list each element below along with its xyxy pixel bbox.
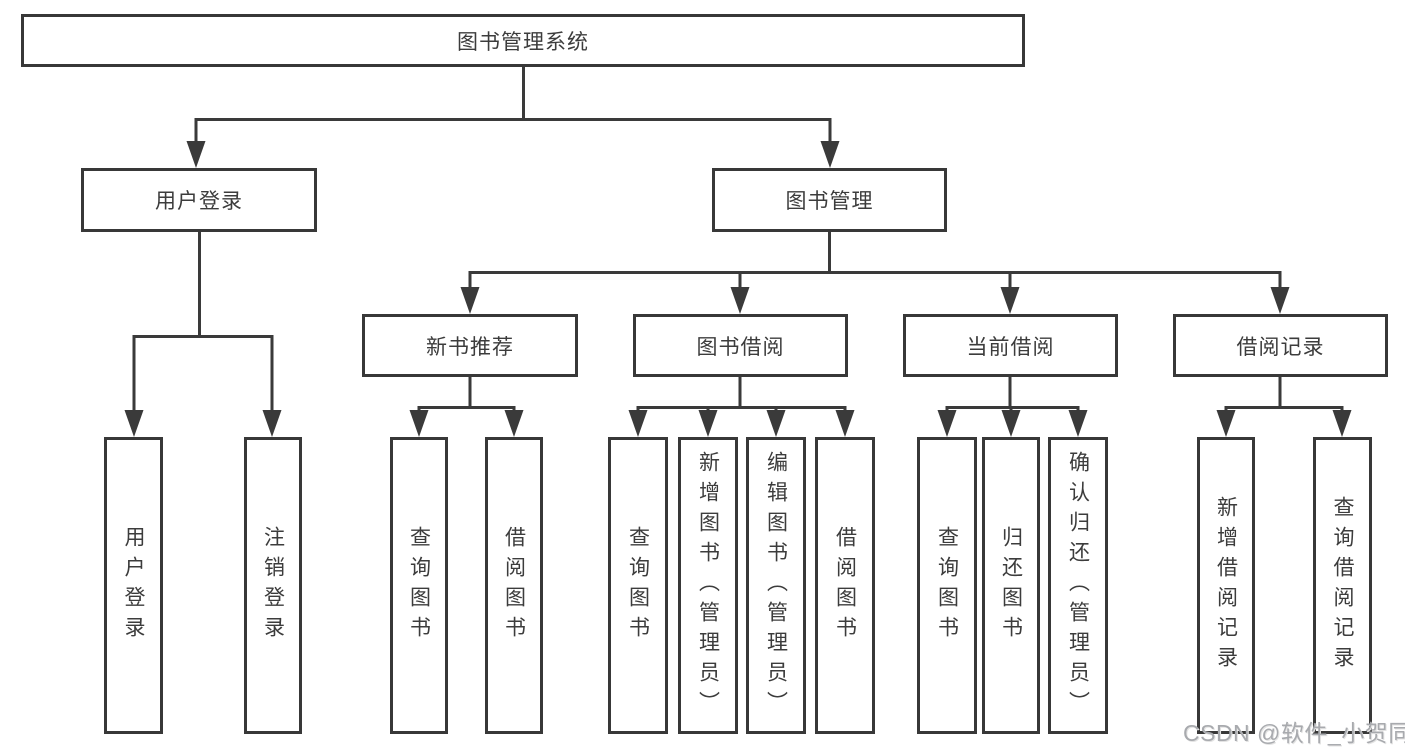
node-label: 查询图书 (407, 525, 431, 646)
node-label: 用户登录 (155, 190, 243, 213)
node-book-management: 图书管理 (712, 168, 947, 232)
node-label: 编辑图书（管理员） (764, 450, 788, 721)
leaf-add-borrow-record: 新增借阅记录 (1197, 437, 1255, 734)
leaf-return-book: 归还图书 (982, 437, 1040, 734)
node-label: 当前借阅 (966, 335, 1055, 359)
node-label: 查询借阅记录 (1331, 495, 1354, 676)
node-label: 归还图书 (999, 525, 1023, 646)
leaf-confirm-return-admin: 确认归还（管理员） (1048, 437, 1108, 734)
leaf-logout: 注销登录 (244, 437, 302, 734)
node-user-login: 用户登录 (81, 168, 317, 232)
node-label: 查询图书 (626, 525, 650, 646)
node-current-borrow: 当前借阅 (903, 314, 1118, 377)
node-label: 借阅记录 (1236, 335, 1325, 359)
node-label: 注销登录 (261, 525, 285, 646)
node-label: 新书推荐 (426, 335, 514, 359)
node-label: 图书管理 (785, 190, 874, 213)
node-new-book-recommend: 新书推荐 (362, 314, 578, 377)
leaf-user-login: 用户登录 (104, 437, 163, 734)
leaf-borrow-books-borrow: 借阅图书 (815, 437, 875, 734)
node-label: 新增借阅记录 (1214, 495, 1238, 676)
node-label: 图书管理系统 (457, 30, 589, 54)
node-label: 借阅图书 (502, 525, 526, 646)
node-label: 查询图书 (935, 525, 959, 646)
node-label: 新增图书（管理员） (696, 450, 720, 721)
node-label: 确认归还（管理员） (1066, 450, 1090, 721)
node-library-management-system: 图书管理系统 (21, 14, 1025, 67)
leaf-query-books-borrow: 查询图书 (608, 437, 668, 734)
node-borrow-records: 借阅记录 (1173, 314, 1388, 377)
leaf-query-borrow-record: 查询借阅记录 (1313, 437, 1372, 734)
node-label: 图书借阅 (696, 335, 785, 359)
leaf-add-book-admin: 新增图书（管理员） (678, 437, 738, 734)
node-label: 借阅图书 (833, 525, 857, 646)
leaf-borrow-books-recommend: 借阅图书 (485, 437, 543, 734)
node-label: 用户登录 (122, 525, 145, 646)
leaf-edit-book-admin: 编辑图书（管理员） (746, 437, 806, 734)
leaf-query-books-recommend: 查询图书 (390, 437, 448, 734)
node-book-borrow: 图书借阅 (633, 314, 848, 377)
leaf-query-books-current: 查询图书 (917, 437, 977, 734)
watermark: CSDN @软件_小贺同学 (1183, 720, 1405, 746)
